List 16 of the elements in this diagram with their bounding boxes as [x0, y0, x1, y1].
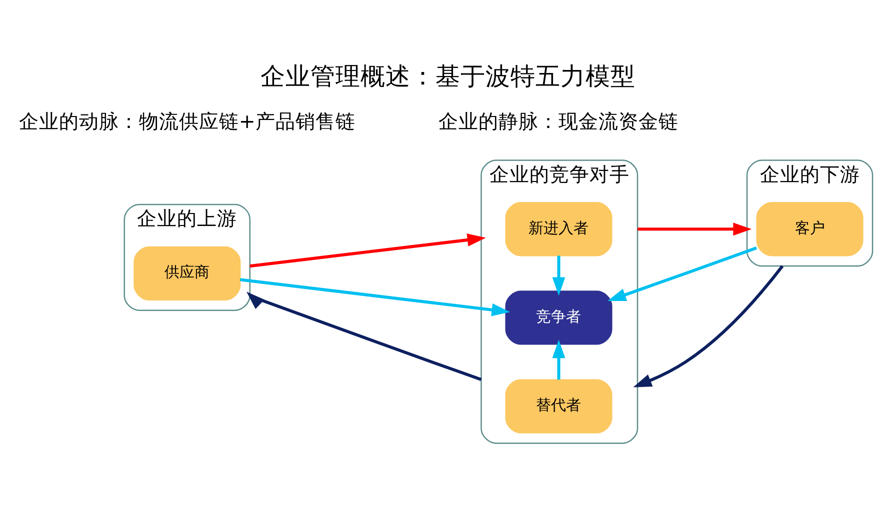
node-box: 竞争者 [505, 290, 612, 345]
node-box: 供应商 [134, 246, 241, 300]
node-box: 新进入者 [505, 202, 612, 256]
arrow [608, 246, 757, 302]
arrow [633, 265, 784, 388]
node-box: 替代者 [505, 379, 612, 434]
label: 企业的静脉：现金流资金链 [438, 110, 679, 133]
label: 企业的动脉：物流供应链+产品销售链 [18, 110, 356, 133]
diagram-title: 企业管理概述：基于波特五力模型 [260, 62, 636, 91]
arrow [638, 222, 752, 236]
arrow [250, 234, 486, 268]
arrow [240, 278, 510, 316]
arrow [246, 292, 482, 381]
arrow [552, 340, 566, 380]
node-box: 客户 [756, 202, 864, 256]
arrow [552, 256, 566, 296]
